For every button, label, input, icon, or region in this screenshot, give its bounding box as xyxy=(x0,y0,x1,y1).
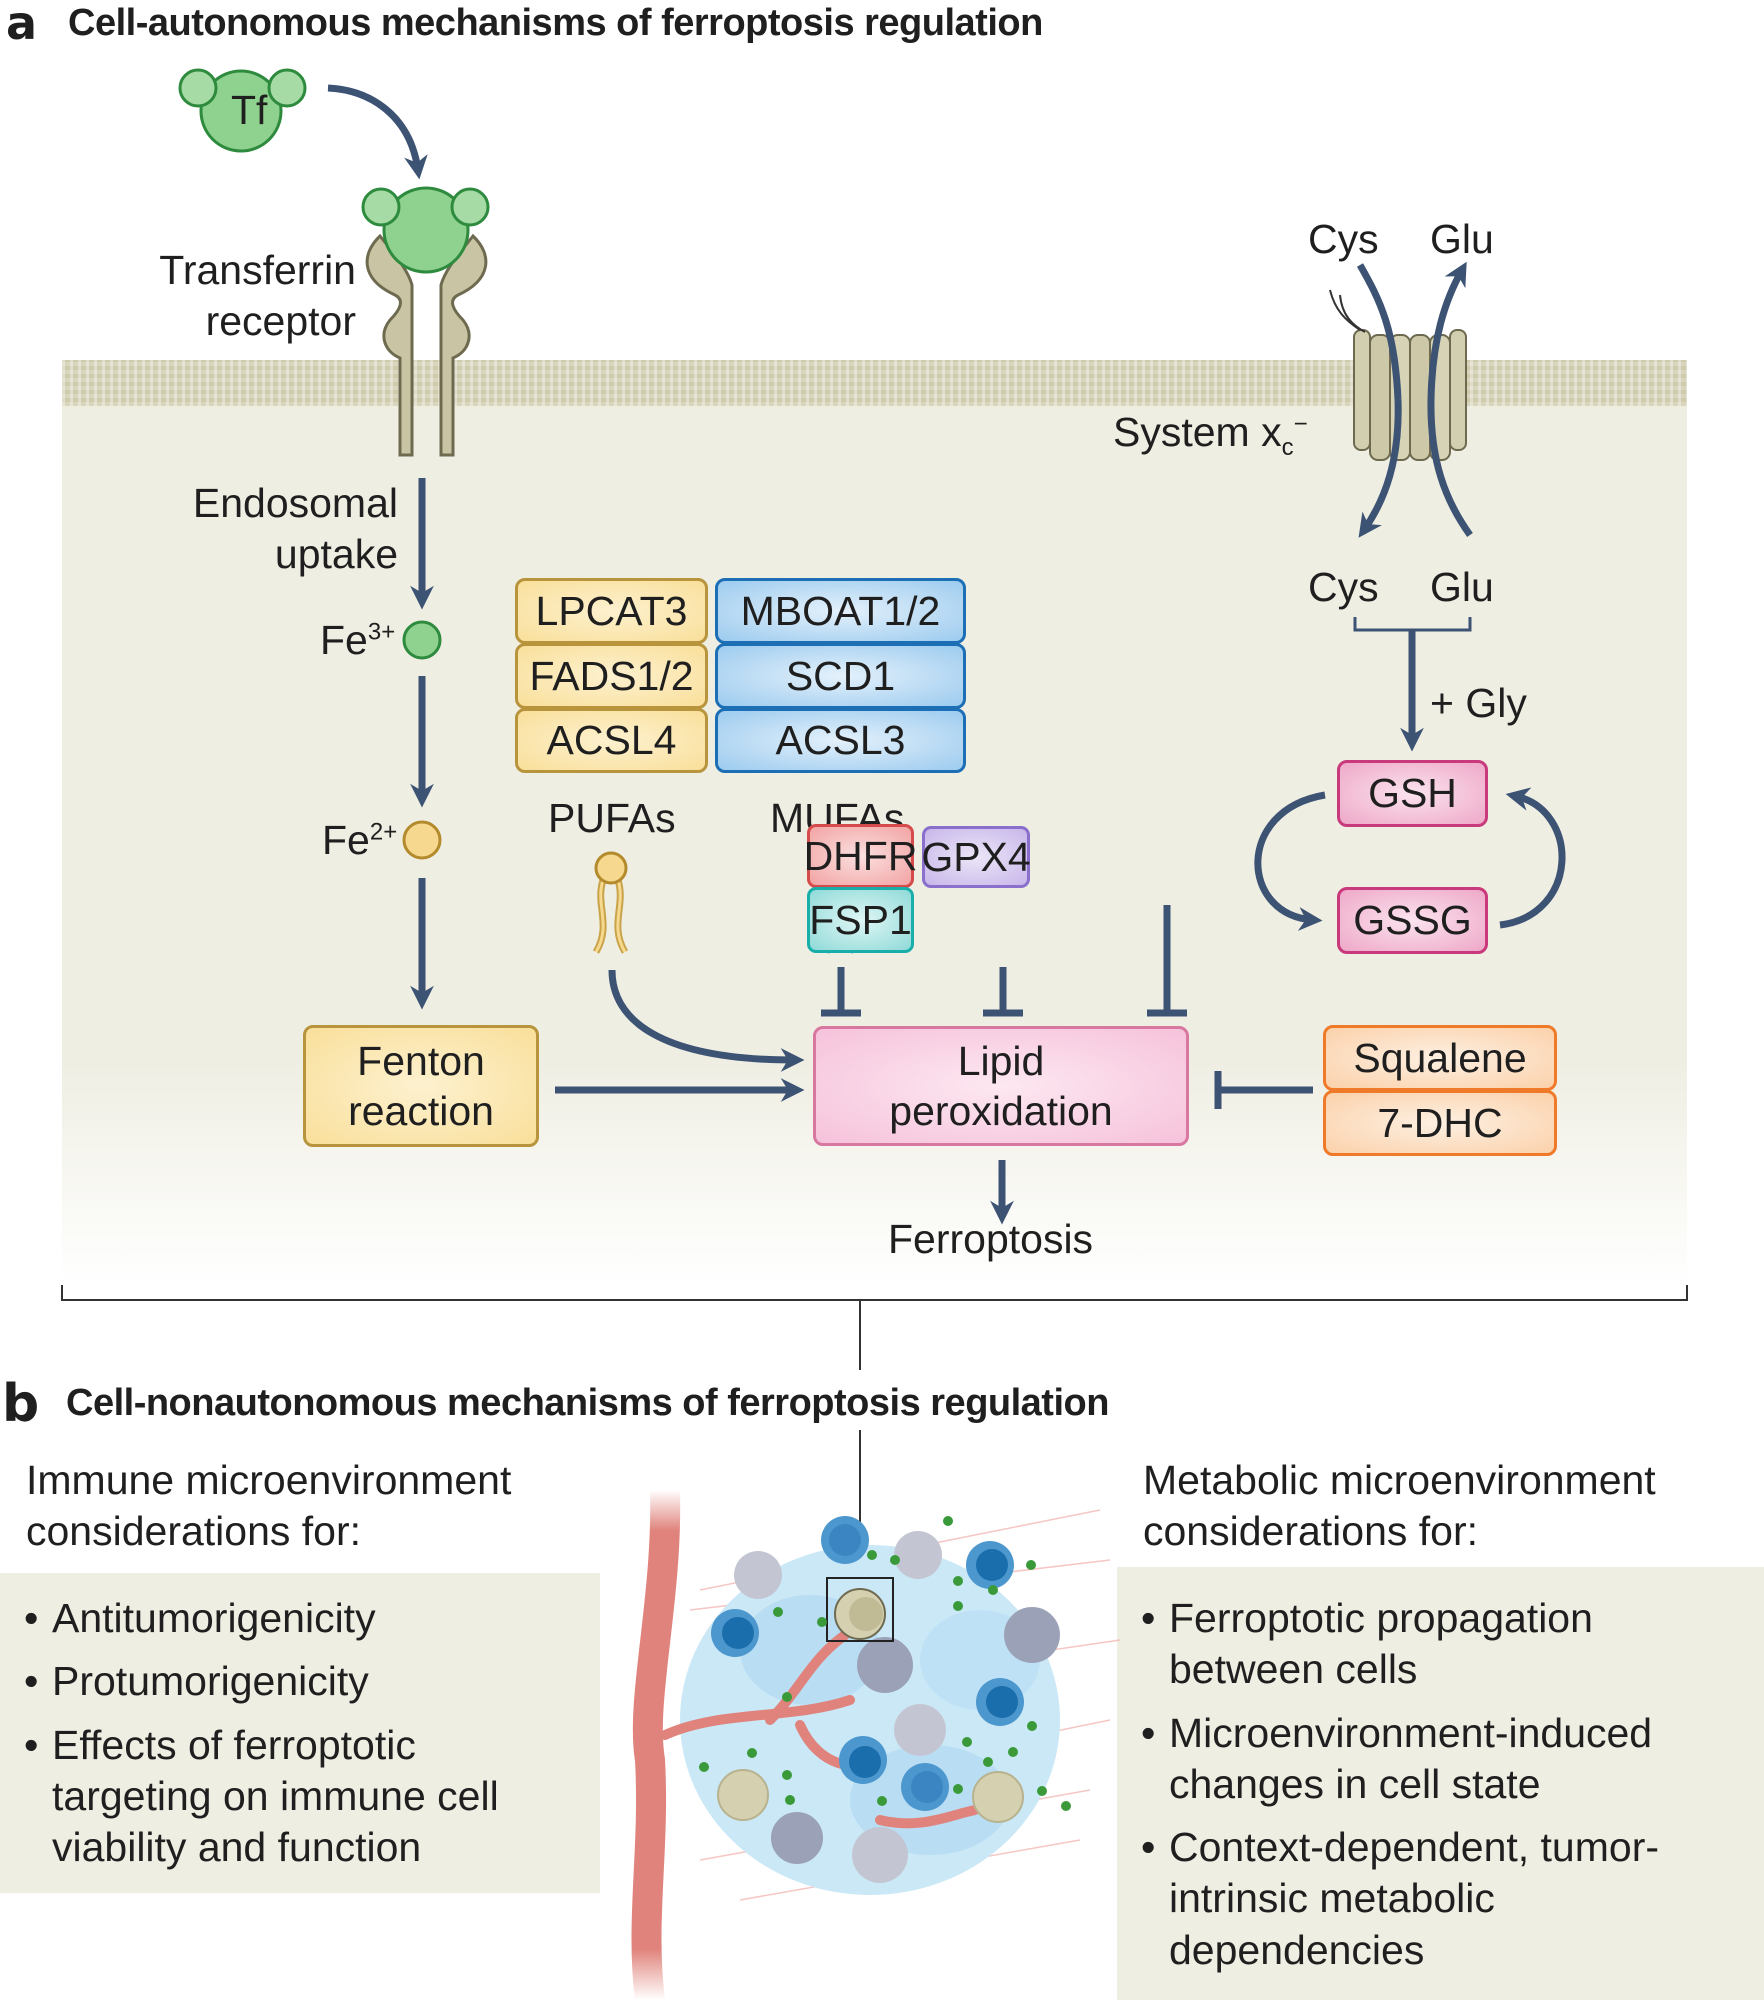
enzyme-mboat12: MBOAT1/2 xyxy=(715,578,966,644)
enzyme-acsl4: ACSL4 xyxy=(515,708,708,773)
pufa-lipid-icon xyxy=(592,851,629,954)
system-xc-label: System xc− xyxy=(1113,407,1308,463)
lipid-peroxidation-box: Lipid peroxidation xyxy=(813,1026,1189,1146)
gsh-box: GSH xyxy=(1337,760,1488,827)
system-xc-subscript: c xyxy=(1281,434,1294,462)
immune-heading-line2: considerations for: xyxy=(26,1508,362,1555)
gssg-to-gsh-arrow xyxy=(1499,787,1566,929)
metabolic-heading-line1: Metabolic microenvironment xyxy=(1143,1457,1656,1503)
fe2-base: Fe xyxy=(322,817,370,863)
system-xc-text: System x xyxy=(1113,409,1282,455)
glu-export-arrow-in xyxy=(1427,399,1473,538)
cys-outside-label: Cys xyxy=(1308,216,1379,262)
metabolic-heading: Metabolic microenvironment consideration… xyxy=(1143,1455,1656,1558)
transferrin-receptor-icon xyxy=(361,186,490,457)
panel-b-title: Cell-nonautonomous mechanisms of ferropt… xyxy=(66,1382,1109,1424)
enzyme-scd1: SCD1 xyxy=(715,643,966,709)
fe3-label: Fe3+ xyxy=(320,615,395,666)
receptor-label-line2: receptor xyxy=(205,298,356,345)
metabolic-item: Context-dependent, tumor-intrinsic metab… xyxy=(1141,1822,1751,1976)
blood-vessel-icon xyxy=(631,1475,681,2000)
7dhc-box: 7-DHC xyxy=(1323,1090,1557,1156)
panel-a-letter: a xyxy=(6,0,38,50)
lipid-line1: Lipid xyxy=(957,1037,1045,1084)
enzyme-acsl3: ACSL3 xyxy=(715,708,966,773)
uptake-line2: uptake xyxy=(274,531,398,578)
transferrin-receptor-label: Transferrin receptor xyxy=(133,245,356,348)
fe2-charge: 2+ xyxy=(369,818,398,846)
mufa-inhibition-bar xyxy=(821,967,861,1017)
fenton-line2: reaction xyxy=(348,1088,494,1134)
immune-list: Antitumorigenicity Protumorigenicity Eff… xyxy=(24,1593,584,1885)
panel-b-letter: b xyxy=(2,1374,40,1434)
dendritic-cells xyxy=(771,1607,1060,1864)
gpx4-box: GPX4 xyxy=(921,826,1031,888)
uptake-line1: Endosomal xyxy=(192,480,398,526)
tf-label: Tf xyxy=(231,87,268,133)
immune-item: Antitumorigenicity xyxy=(24,1593,584,1645)
immune-cells xyxy=(711,1516,1024,1811)
squalene-box: Squalene xyxy=(1323,1025,1557,1091)
fe2-ion-icon xyxy=(402,820,442,860)
pufas-label: PUFAs xyxy=(548,795,676,841)
fe3-charge: 3+ xyxy=(367,618,396,646)
ferroptotic-cells xyxy=(717,1588,1024,1823)
immune-considerations-panel: Antitumorigenicity Protumorigenicity Eff… xyxy=(0,1573,600,1893)
endosomal-uptake-label: Endosomal uptake xyxy=(140,478,398,581)
lipid-line2: peroxidation xyxy=(889,1088,1113,1134)
fe3-ion-icon xyxy=(402,620,442,660)
tf-binding-arrow xyxy=(327,84,428,180)
ferroptosis-label: Ferroptosis xyxy=(888,1216,1094,1262)
system-xc-superscript: − xyxy=(1293,410,1308,438)
glu-inside-label: Glu xyxy=(1430,564,1494,610)
immune-heading-line1: Immune microenvironment xyxy=(26,1457,512,1503)
gsh-to-gssg-arrow xyxy=(1254,791,1326,931)
dhfr-box: DHFR xyxy=(804,824,917,888)
fe2-label: Fe2+ xyxy=(322,815,397,866)
transferrin-ligand-icon xyxy=(178,68,307,153)
cys-import-arrow-in xyxy=(1358,399,1402,538)
zoom-highlight-box xyxy=(826,1577,894,1642)
fsp1-inhibition-bar xyxy=(983,967,1023,1017)
immune-item: Protumorigenicity xyxy=(24,1656,584,1708)
metabolic-item: Microenvironment-induced changes in cell… xyxy=(1141,1708,1751,1811)
panel-a-bracket xyxy=(61,1285,1688,1301)
fenton-reaction-box: Fenton reaction xyxy=(303,1025,539,1147)
gpx4-inhibition-bar xyxy=(1147,905,1187,1017)
immune-item: Effects of ferroptotic targeting on immu… xyxy=(24,1720,584,1874)
metabolic-list: Ferroptotic propagation between cells Mi… xyxy=(1141,1593,1751,1988)
pufa-to-lipid-arrow xyxy=(608,969,805,1072)
fsp1-box: FSP1 xyxy=(807,887,914,953)
gssg-box: GSSG xyxy=(1337,887,1488,954)
cys-inside-label: Cys xyxy=(1308,564,1379,610)
cys-import-arrow-out xyxy=(1356,263,1402,401)
macrophages xyxy=(734,1531,946,1883)
panel-a-title: Cell-autonomous mechanisms of ferroptosi… xyxy=(68,2,1043,44)
fenton-line1: Fenton xyxy=(357,1037,485,1084)
immune-heading: Immune microenvironment considerations f… xyxy=(26,1455,511,1558)
gly-label: + Gly xyxy=(1430,680,1527,726)
enzyme-fads12: FADS1/2 xyxy=(515,643,708,709)
metabolic-item: Ferroptotic propagation between cells xyxy=(1141,1593,1751,1696)
sterol-inhibition-bar xyxy=(1214,1071,1313,1109)
glu-export-arrow-out xyxy=(1427,261,1467,401)
glu-outside-label: Glu xyxy=(1430,216,1494,262)
enzyme-lpcat3: LPCAT3 xyxy=(515,578,708,644)
metabolic-considerations-panel: Ferroptotic propagation between cells Mi… xyxy=(1117,1567,1764,2000)
receptor-label-line1: Transferrin xyxy=(159,247,356,293)
metabolite-dots xyxy=(699,1516,1071,1811)
fe3-base: Fe xyxy=(320,617,368,663)
metabolic-heading-line2: considerations for: xyxy=(1143,1508,1479,1555)
